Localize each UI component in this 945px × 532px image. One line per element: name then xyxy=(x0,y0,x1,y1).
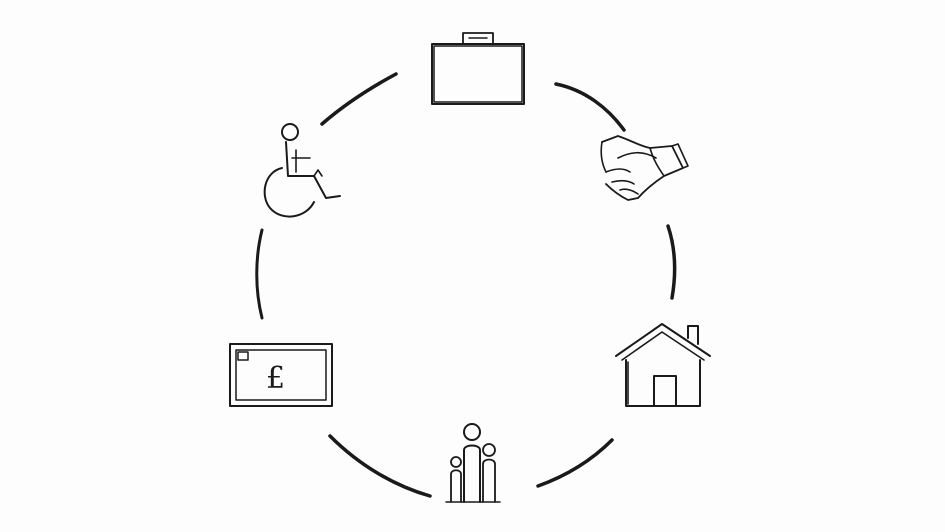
arrow-house-to-family xyxy=(536,438,614,488)
house-icon xyxy=(615,323,711,407)
arrow-briefcase-to-handshake xyxy=(554,82,626,132)
handshake-icon xyxy=(600,135,689,201)
arrow-wheelchair-to-briefcase xyxy=(320,72,398,126)
briefcase-icon xyxy=(431,32,525,105)
arrow-family-to-banknote xyxy=(328,434,432,498)
banknote-icon: £ xyxy=(229,343,333,407)
family-icon xyxy=(445,423,501,503)
banknote-symbol: £ xyxy=(266,361,285,396)
arrow-handshake-to-house xyxy=(666,224,677,300)
cycle-arrows xyxy=(255,72,677,498)
wheelchair-icon xyxy=(263,123,341,218)
arrow-banknote-to-wheelchair xyxy=(255,228,264,320)
